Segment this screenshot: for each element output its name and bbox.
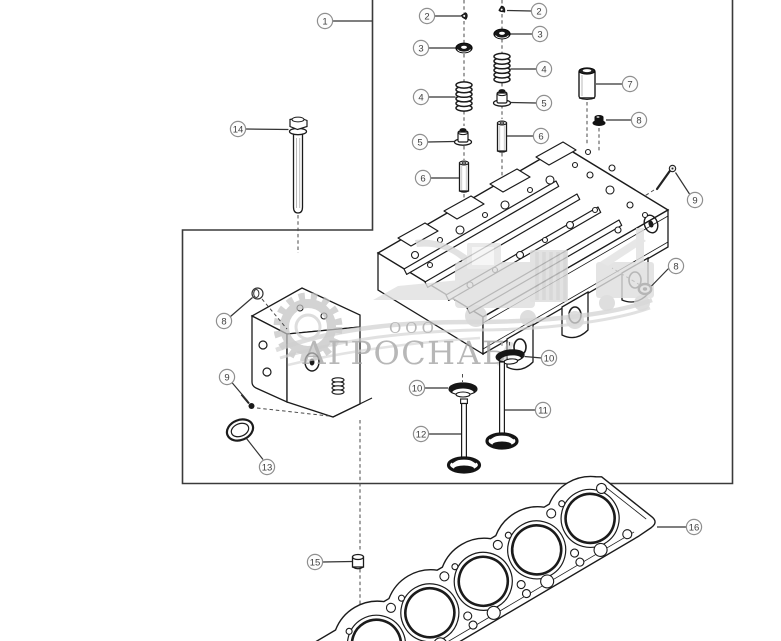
callout-2: 2 (418, 7, 436, 25)
callout-13: 13 (258, 458, 276, 476)
svg-text:5: 5 (541, 98, 546, 109)
callout-1: 1 (316, 12, 334, 30)
valve-spring (493, 52, 511, 84)
svg-text:4: 4 (418, 92, 423, 103)
svg-text:7: 7 (627, 79, 632, 90)
svg-text:3: 3 (418, 43, 423, 54)
truck-silhouette (596, 228, 654, 311)
valve-guide (496, 120, 508, 153)
spring-retainer (493, 28, 511, 40)
valve-spring (455, 81, 473, 112)
svg-text:8: 8 (636, 115, 641, 126)
head-holes (410, 148, 649, 289)
assembly-outline (181, 0, 734, 485)
gasket-holes (345, 482, 633, 641)
valve-column-right (492, 0, 512, 212)
svg-text:12: 12 (416, 429, 427, 440)
svg-text:8: 8 (673, 261, 678, 272)
callout-7: 7 (621, 75, 639, 93)
set-screw (655, 164, 677, 191)
callout-3: 3 (412, 39, 430, 57)
svg-text:3: 3 (537, 29, 542, 40)
svg-text:2: 2 (424, 11, 429, 22)
callout-8: 8 (215, 312, 233, 330)
svg-text:1: 1 (322, 16, 327, 27)
gasket-bores (346, 488, 620, 641)
intake-valve (485, 361, 519, 450)
installed-spring (331, 377, 345, 395)
svg-text:8: 8 (221, 316, 226, 327)
callout-3: 3 (531, 25, 549, 43)
head-gasket (245, 475, 656, 641)
valve-guide (458, 160, 470, 193)
watermark-prefix: ООО (389, 319, 438, 337)
dowel-cup (351, 553, 365, 570)
flange-nut (592, 115, 606, 126)
svg-text:10: 10 (412, 383, 423, 394)
callout-16: 16 (685, 518, 703, 536)
svg-text:6: 6 (538, 131, 543, 142)
callout-14: 14 (229, 120, 247, 138)
callout-10: 10 (408, 379, 426, 397)
callout-4: 4 (535, 60, 553, 78)
watermark: ООО АГРОСНАБ (273, 228, 654, 372)
tappet-guide (578, 67, 596, 101)
callout-9: 9 (218, 368, 236, 386)
callout-15: 15 (306, 553, 324, 571)
callout-6: 6 (414, 169, 432, 187)
svg-text:9: 9 (692, 195, 697, 206)
callout-11: 11 (534, 401, 552, 419)
spring-retainer (455, 42, 473, 54)
cup-plug (251, 287, 264, 300)
callout-4: 4 (412, 88, 430, 106)
svg-text:2: 2 (536, 6, 541, 17)
svg-text:10: 10 (544, 353, 555, 364)
svg-text:5: 5 (417, 137, 422, 148)
svg-text:14: 14 (233, 124, 244, 135)
callout-2: 2 (530, 2, 548, 20)
svg-text:16: 16 (689, 522, 700, 533)
callout-8: 8 (630, 111, 648, 129)
exhaust-valve (446, 398, 482, 474)
callout-9: 9 (686, 191, 704, 209)
head-bolt (288, 116, 308, 214)
valve-column-left (453, 0, 473, 242)
watermark-company: АГРОСНАБ (302, 334, 507, 372)
callout-12: 12 (412, 425, 430, 443)
leader-lines (230, 9, 691, 563)
svg-text:6: 6 (420, 173, 425, 184)
valve-stem-seal (492, 89, 512, 107)
head-ports (397, 141, 577, 247)
svg-text:15: 15 (310, 557, 321, 568)
gear-icon (273, 292, 343, 362)
svg-text:11: 11 (538, 405, 548, 416)
svg-text:13: 13 (262, 462, 273, 473)
callouts: 1 2 2 3 3 4 4 5 5 6 6 7 8 8 8 9 (215, 2, 704, 571)
valve-keeper (460, 12, 468, 21)
combine-harvester-silhouette (373, 239, 584, 329)
svg-text:4: 4 (541, 64, 546, 75)
valve-rotator (448, 382, 478, 398)
callout-10: 10 (540, 349, 558, 367)
valve-stem-seal (453, 128, 473, 146)
valve-keeper (498, 5, 506, 13)
callout-5: 5 (535, 94, 553, 112)
callout-5: 5 (411, 133, 429, 151)
cam-seal-ring (225, 418, 255, 442)
callout-6: 6 (532, 127, 550, 145)
callout-8: 8 (667, 257, 685, 275)
svg-text:9: 9 (224, 372, 229, 383)
